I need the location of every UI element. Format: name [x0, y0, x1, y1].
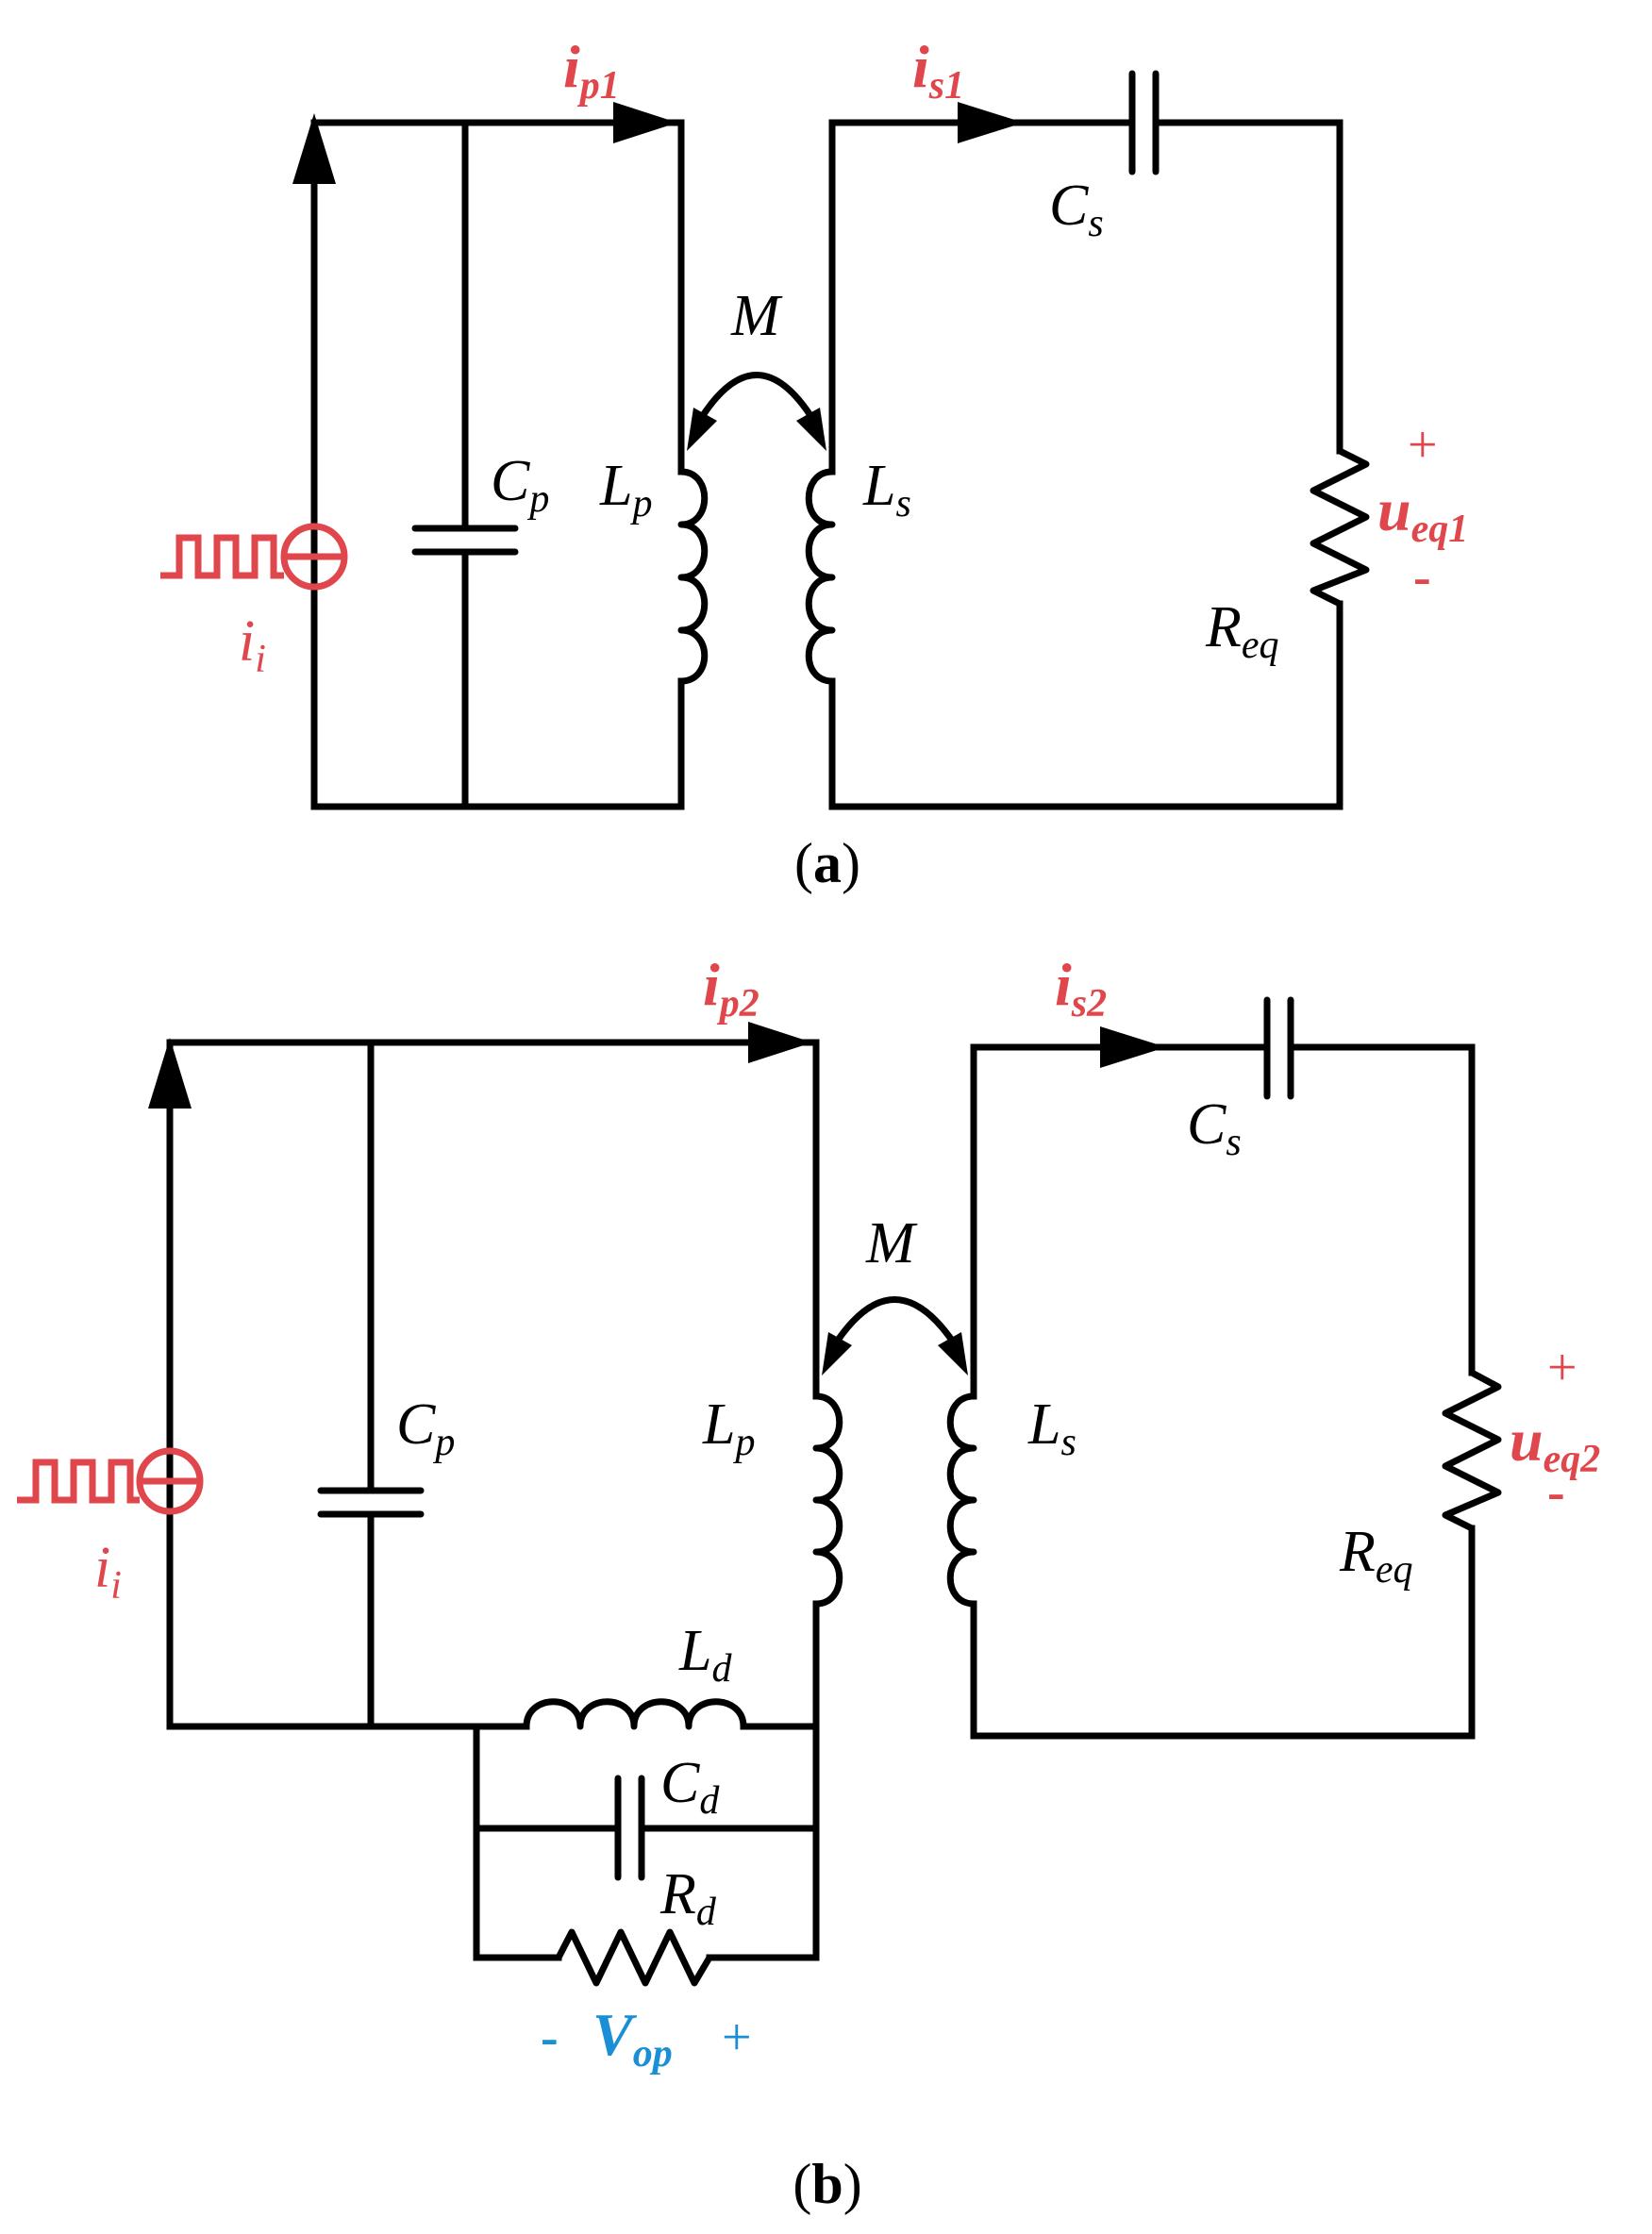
b-capacitor-cd	[614, 1775, 645, 1881]
b-inductor-lp	[812, 1392, 843, 1608]
a-inductor-lp	[677, 468, 709, 685]
b-secondary-loop-wire	[970, 1043, 1476, 1740]
b-label-lp: Lp	[702, 1392, 755, 1464]
a-inductor-ls	[805, 468, 836, 685]
a-label-ii: ii	[239, 609, 266, 681]
a-label-ueq-plus: +	[1408, 416, 1438, 475]
a-label-cs: Cs	[1049, 174, 1104, 245]
circuit-a: ip1 is1 Cs M Cp Lp Ls + ueq1 - Req ii (a…	[160, 33, 1468, 894]
b-source-arrow	[148, 1038, 192, 1109]
b-current-source	[17, 1447, 204, 1515]
a-secondary-loop-wire	[828, 119, 1343, 810]
a-capacitor-cs	[1128, 70, 1160, 175]
a-mutual-arc	[687, 372, 826, 451]
b-is-arrow	[1100, 1026, 1166, 1068]
b-label-ueq-minus: -	[1547, 1463, 1565, 1522]
b-label-ls: Ls	[1027, 1392, 1076, 1464]
b-resistor-req	[1442, 1369, 1502, 1532]
b-label-rd: Rd	[659, 1862, 717, 1934]
a-label-is: is1	[912, 33, 964, 108]
a-resistor-req	[1310, 447, 1370, 608]
b-label-ii: ii	[94, 1536, 122, 1608]
b-capacitor-cp	[317, 1487, 425, 1518]
b-label-ueq-plus: +	[1547, 1339, 1577, 1397]
b-resistor-rd	[555, 1928, 713, 1987]
a-label-cp: Cp	[491, 449, 549, 521]
a-source-arrow	[292, 113, 336, 184]
b-label-m: M	[865, 1211, 918, 1275]
b-label-ip: ip2	[703, 951, 759, 1025]
b-label-vop: Vop	[592, 2001, 673, 2076]
b-label-ld: Ld	[678, 1619, 732, 1691]
b-label-ueq: ueq2	[1510, 1407, 1600, 1481]
b-capacitor-cs	[1263, 996, 1294, 1100]
b-inductor-ls	[946, 1392, 977, 1608]
b-primary-loop-wire	[166, 1039, 820, 1730]
a-label-m: M	[730, 284, 783, 348]
caption-a: (a)	[794, 832, 860, 894]
b-label-req: Req	[1339, 1520, 1413, 1592]
a-capacitor-cp	[411, 525, 519, 556]
b-label-cd: Cd	[660, 1751, 720, 1823]
b-label-cs: Cs	[1187, 1092, 1242, 1164]
a-is-arrow	[958, 102, 1024, 143]
a-label-lp: Lp	[599, 454, 652, 525]
b-label-cp: Cp	[396, 1392, 455, 1464]
a-label-req: Req	[1205, 595, 1279, 667]
a-label-ueq: ueq1	[1377, 476, 1468, 551]
caption-b: (b)	[793, 2153, 861, 2215]
b-label-vop-minus: -	[541, 2009, 559, 2067]
a-label-ls: Ls	[862, 454, 911, 525]
a-ip-arrow	[613, 102, 677, 143]
b-label-is: is2	[1055, 951, 1107, 1025]
b-mutual-arc	[822, 1296, 968, 1375]
a-label-ueq-minus: -	[1413, 548, 1431, 607]
b-damping-network-wire	[473, 1723, 820, 1961]
b-label-vop-plus: +	[722, 2009, 752, 2067]
b-ip-arrow	[748, 1022, 812, 1063]
a-primary-loop-wire	[310, 119, 685, 810]
a-current-source	[160, 523, 348, 591]
a-label-ip: ip1	[563, 33, 620, 108]
circuit-b: ip2 is2 Cs M Cp Lp Ls + ueq2 - Req ii Ld…	[17, 951, 1600, 2215]
b-inductor-ld	[523, 1698, 747, 1730]
